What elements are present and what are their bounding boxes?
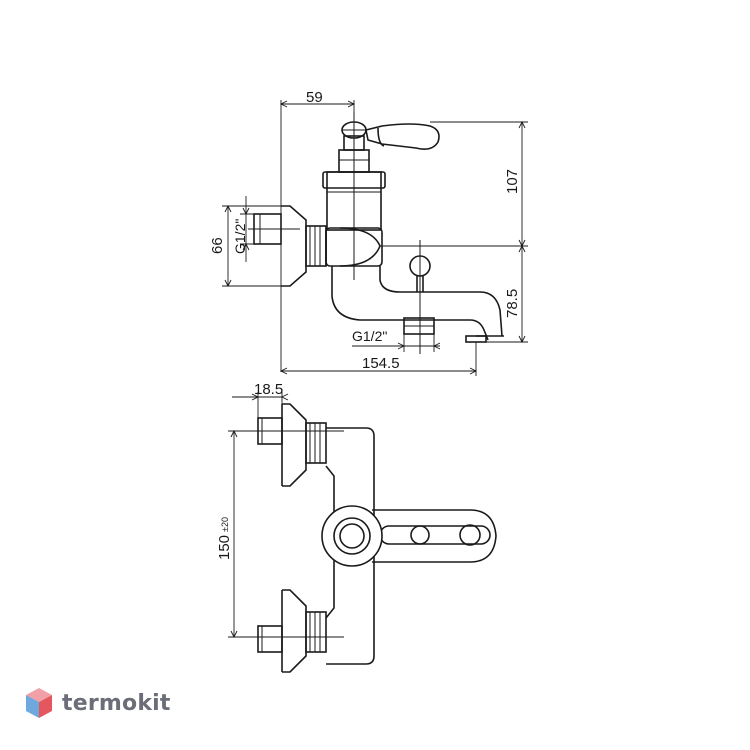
front-spout bbox=[372, 509, 497, 563]
lower-nut bbox=[305, 611, 327, 653]
front-diverter-knob bbox=[410, 525, 430, 545]
dim-top-width: 59 bbox=[306, 89, 323, 106]
front-outlet bbox=[459, 524, 481, 546]
connection-nut bbox=[305, 225, 327, 267]
dim-inlet-height: 66 bbox=[209, 237, 226, 254]
spout-outlet bbox=[465, 335, 487, 343]
brand-name: termokit bbox=[62, 690, 171, 716]
handle-rosette-middle bbox=[333, 517, 371, 555]
handle-rosette-outer bbox=[321, 505, 383, 567]
lower-eccentric bbox=[257, 625, 283, 653]
handle-rosette-inner bbox=[339, 523, 365, 549]
cube-logo-icon bbox=[26, 688, 52, 718]
dim-offset: 18.5 bbox=[254, 381, 283, 398]
termokit-logo: termokit bbox=[24, 686, 171, 720]
spout-lower-edge bbox=[331, 266, 489, 341]
spout-upper-edge bbox=[379, 266, 503, 337]
dim-center-distance: 150±20 bbox=[216, 517, 233, 560]
wall-flange bbox=[281, 205, 307, 287]
dim-thread-left: G1/2" bbox=[232, 219, 248, 254]
dim-total-length: 154.5 bbox=[362, 355, 400, 372]
front-view: 18.5 bbox=[216, 381, 497, 673]
dim-spout-height: 78.5 bbox=[504, 289, 521, 318]
lever-handle bbox=[365, 123, 440, 150]
lower-flange bbox=[282, 589, 307, 673]
upper-flange bbox=[282, 403, 307, 487]
upper-nut bbox=[305, 422, 327, 464]
dim-thread-bottom: G1/2" bbox=[352, 328, 387, 344]
side-view: 59 107 78.5 66 G1/2" G1/2" bbox=[209, 89, 528, 376]
dim-upper-height: 107 bbox=[504, 169, 521, 194]
